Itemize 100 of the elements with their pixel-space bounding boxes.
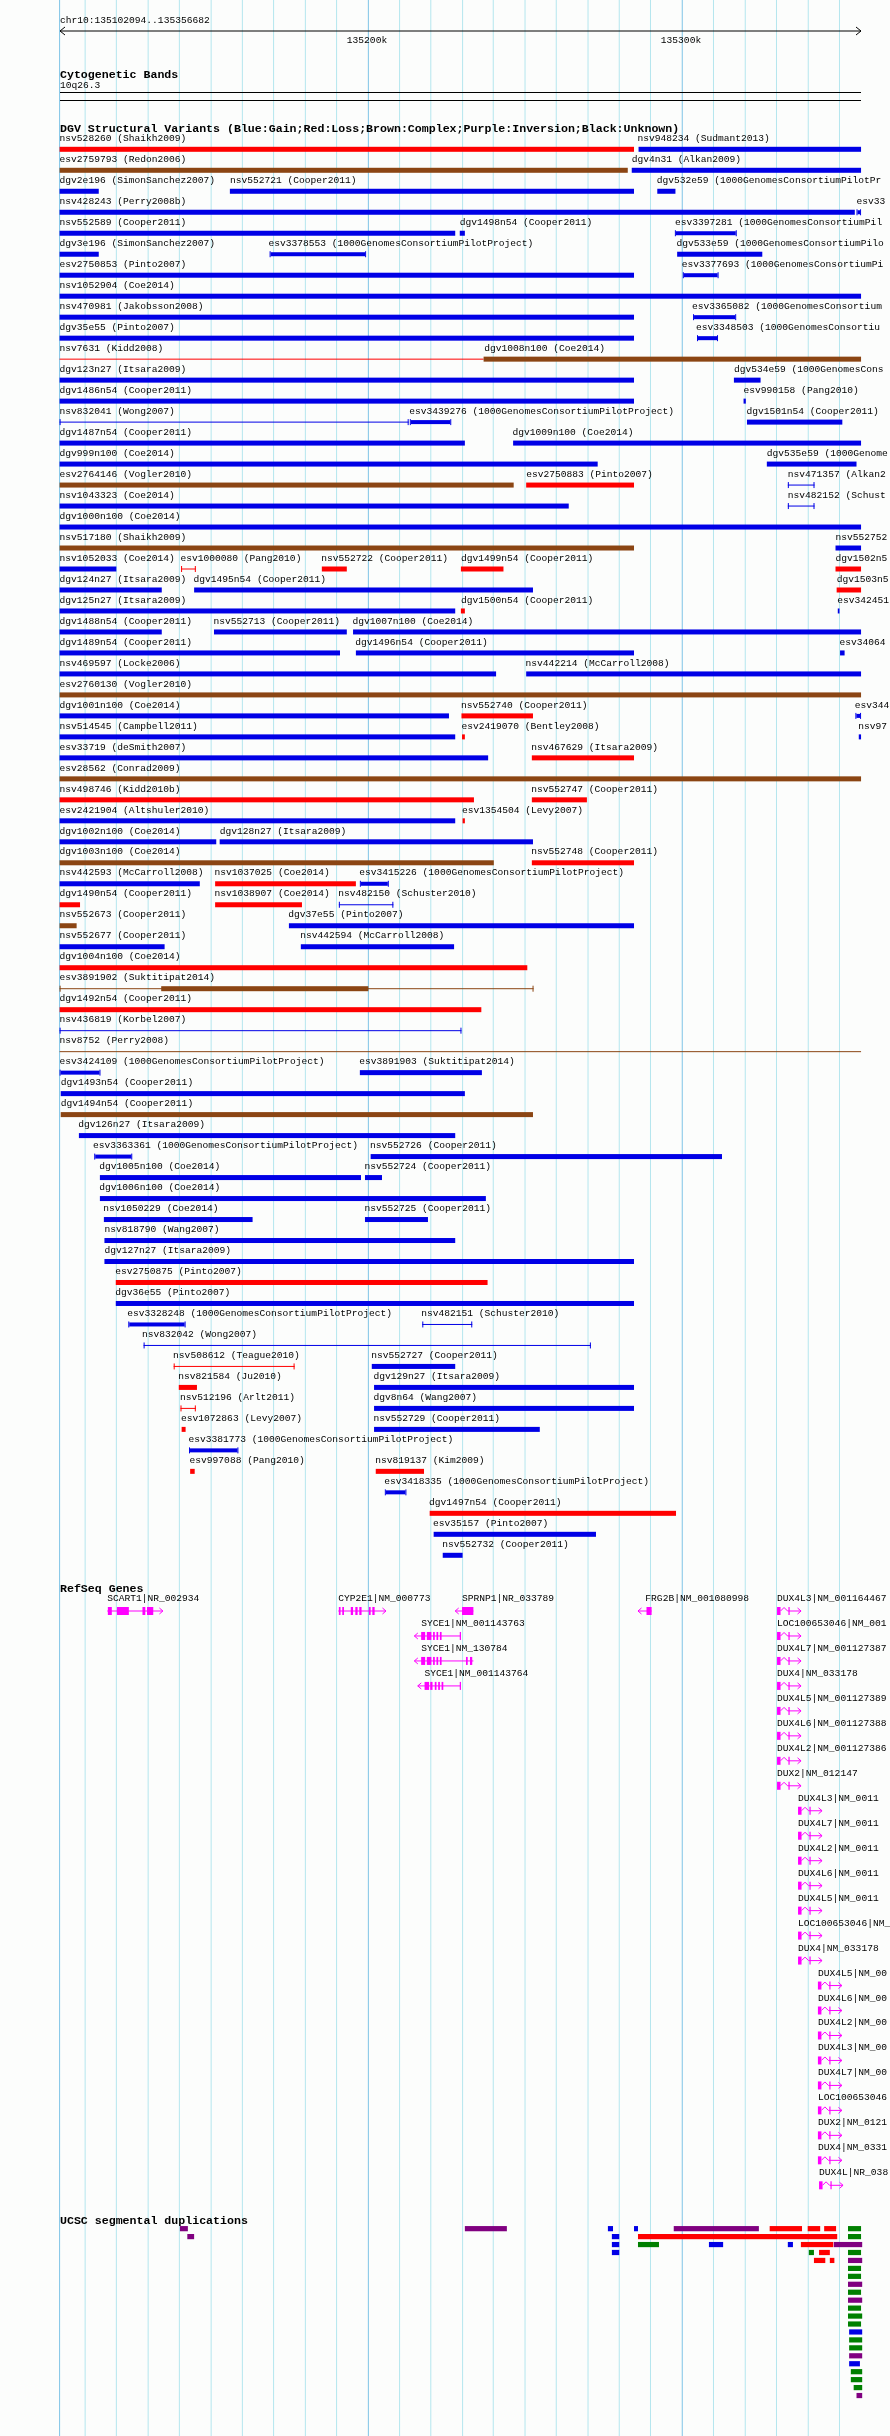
- variant-label: esv33: [856, 195, 886, 208]
- variant-label: dgv1001n100 (Coe2014): [59, 699, 181, 712]
- variant-label: dgv3e196 (SimonSanchez2007): [59, 237, 216, 250]
- variant-label: esv3424109 (1000GenomesConsortiumPilotProject): [59, 1056, 325, 1069]
- variant-label: dgv126n27 (Itsara2009): [78, 1119, 205, 1132]
- variant-label: dgv1006n100 (Coe2014): [99, 1182, 221, 1195]
- variant-label: esv1354504 (Levy2007): [462, 804, 583, 817]
- variant-label: esv344: [854, 699, 890, 712]
- variant-label: nsv552721 (Cooper2011): [229, 174, 357, 187]
- variant-label: dgv1495n54 (Cooper2011): [193, 573, 326, 586]
- variant-label: dgv532e59 (1000GenomesConsortiumPilotPr: [656, 174, 882, 187]
- variant-label: dgv124n27 (Itsara2009): [59, 573, 187, 586]
- variant-label: nsv8752 (Perry2008): [59, 1035, 169, 1048]
- variant-label: nsv552725 (Cooper2011): [364, 1203, 492, 1216]
- variant-label: dgv1008n100 (Coe2014): [484, 342, 606, 355]
- variant-label: dgv1500n54 (Cooper2011): [460, 594, 594, 607]
- variant-label: esv3418335 (1000GenomesConsortiumPilotProject): [384, 1476, 650, 1489]
- variant-label: esv2760130 (Vogler2010): [59, 678, 192, 691]
- variant-label: nsv552713 (Cooper2011): [213, 615, 341, 628]
- variant-label: nsv482151 (Schuster2010): [421, 1308, 560, 1321]
- gene-label: SPRNP1|NR_033789: [462, 1593, 555, 1605]
- gene-label: DUX4L7|NM_00: [817, 2067, 887, 2080]
- variant-label: esv2750875 (Pinto2007): [115, 1266, 242, 1279]
- variant-label: esv2759793 (Redon2006): [59, 154, 187, 166]
- variant-label: nsv552673 (Cooper2011): [59, 909, 187, 922]
- variant-label: dgv1496n54 (Cooper2011): [355, 636, 488, 649]
- variant-label: esv28562 (Conrad2009): [59, 762, 181, 775]
- region-label: chr10:135102094..135356682: [60, 15, 210, 27]
- gene-label: DUX4|NM_033178: [798, 1942, 879, 1955]
- variant-label: nsv552747 (Cooper2011): [531, 783, 658, 796]
- variant-label: dgv128n27 (Itsara2009): [219, 825, 347, 838]
- variant-label: nsv552727 (Cooper2011): [371, 1350, 498, 1363]
- variant-label: esv3891903 (Suktitipat2014): [359, 1056, 515, 1069]
- variant-label: nsv436819 (Korbel2007): [59, 1014, 187, 1027]
- variant-label: dgv129n27 (Itsara2009): [373, 1371, 501, 1384]
- variant-label: nsv428243 (Perry2008b): [59, 195, 187, 208]
- gene-label: FRG2B|NM_001080998: [645, 1593, 749, 1605]
- gene-label: DUX4L|NR_038: [819, 2167, 889, 2180]
- variant-label: nsv552677 (Cooper2011): [59, 930, 187, 943]
- variant-label: dgv1009n100 (Coe2014): [512, 426, 634, 439]
- variant-label: esv3363361 (1000GenomesConsortiumPilotProject): [93, 1140, 358, 1153]
- variant-label: esv1000080 (Pang2010): [180, 552, 302, 565]
- variant-label: nsv467629 (Itsara2009): [531, 741, 658, 754]
- gene-label: LOC100653046|NM_001: [777, 1617, 887, 1630]
- gene-label: CYP2E1|NM_000773: [338, 1593, 431, 1605]
- gene-label: LOC100653046: [817, 2092, 887, 2105]
- variant-label: dgv123n27 (Itsara2009): [59, 363, 187, 376]
- variant-label: nsv482150 (Schuster2010): [338, 888, 477, 901]
- variant-label: dgv1486n54 (Cooper2011): [59, 384, 192, 397]
- variant-label: esv997088 (Pang2010): [189, 1455, 305, 1468]
- variant-label: esv2421904 (Altshuler2010): [59, 804, 210, 817]
- gene-label: DUX4L6|NM_001127388: [777, 1717, 887, 1730]
- variant-label: dgv1497n54 (Cooper2011): [429, 1497, 562, 1509]
- variant-label: dgv1487n54 (Cooper2011): [59, 426, 192, 439]
- variant-label: nsv1050229 (Coe2014): [103, 1203, 219, 1216]
- variant-label: dgv1502n5: [835, 552, 888, 565]
- gene-label: DUX4|NM_0331: [817, 2142, 887, 2155]
- variant-label: nsv821584 (Ju2010): [178, 1371, 282, 1384]
- gene-label: DUX2|NM_012147: [777, 1767, 858, 1780]
- variant-label: esv33719 (deSmith2007): [59, 741, 187, 754]
- variant-label: nsv498746 (Kidd2010b): [59, 783, 181, 796]
- gene-label: LOC100653046|NM_: [798, 1917, 890, 1930]
- variant-label: dgv1000n100 (Coe2014): [59, 510, 181, 523]
- variant-label: nsv469597 (Locke2006): [59, 657, 181, 670]
- gene-label: DUX4L5|NM_0011: [798, 1892, 879, 1905]
- variant-label: dgv1503n5: [836, 573, 889, 586]
- variant-label: esv2750883 (Pinto2007): [526, 468, 653, 481]
- variant-label: esv3397281 (1000GenomesConsortiumPil: [674, 216, 883, 229]
- gene-label: DUX4L7|NM_0011: [798, 1817, 879, 1830]
- variant-label: esv3439276 (1000GenomesConsortiumPilotProject): [409, 405, 675, 418]
- variant-label: esv2750853 (Pinto2007): [59, 258, 187, 271]
- variant-label: nsv470981 (Jakobsson2008): [59, 300, 204, 313]
- tick-label: 135200k: [346, 35, 388, 47]
- variant-label: dgv1007n100 (Coe2014): [352, 615, 474, 628]
- track-title: RefSeq Genes: [60, 1582, 144, 1595]
- variant-label: esv1072863 (Levy2007): [181, 1413, 302, 1426]
- variant-label: nsv818790 (Wang2007): [104, 1224, 220, 1237]
- gene-label: SYCE1|NM_001143763: [421, 1617, 525, 1630]
- gene-label: DUX2|NM_0121: [817, 2117, 887, 2130]
- variant-label: dgv1003n100 (Coe2014): [59, 846, 181, 859]
- variant-label: nsv552726 (Cooper2011): [370, 1140, 497, 1153]
- variant-label: esv2764146 (Vogler2010): [59, 468, 192, 481]
- variant-label: nsv819137 (Kim2009): [375, 1455, 485, 1468]
- variant-label: dgv8n64 (Wang2007): [373, 1392, 478, 1405]
- tick-label: 135300k: [660, 35, 702, 47]
- variant-label: nsv517180 (Shaikh2009): [59, 531, 187, 544]
- variant-label: dgv1488n54 (Cooper2011): [59, 615, 192, 628]
- variant-label: nsv552589 (Cooper2011): [59, 216, 187, 229]
- variant-label: dgv125n27 (Itsara2009): [59, 594, 187, 607]
- variant-label: dgv1002n100 (Coe2014): [59, 825, 181, 838]
- variant-label: esv3415226 (1000GenomesConsortiumPilotProject): [359, 867, 625, 880]
- gene-label: DUX4L5|NM_00: [817, 1967, 887, 1980]
- variant-label: esv2419070 (Bentley2008): [461, 720, 600, 733]
- gene-label: DUX4L2|NM_00: [817, 2017, 887, 2030]
- variant-label: dgv1490n54 (Cooper2011): [59, 888, 192, 901]
- variant-label: nsv1043323 (Coe2014): [59, 489, 175, 502]
- variant-label: nsv7631 (Kidd2008): [59, 342, 164, 355]
- band-label: 10q26.3: [60, 80, 101, 92]
- variant-label: nsv442594 (McCarroll2008): [300, 930, 445, 943]
- variant-label: nsv552722 (Cooper2011): [321, 552, 448, 565]
